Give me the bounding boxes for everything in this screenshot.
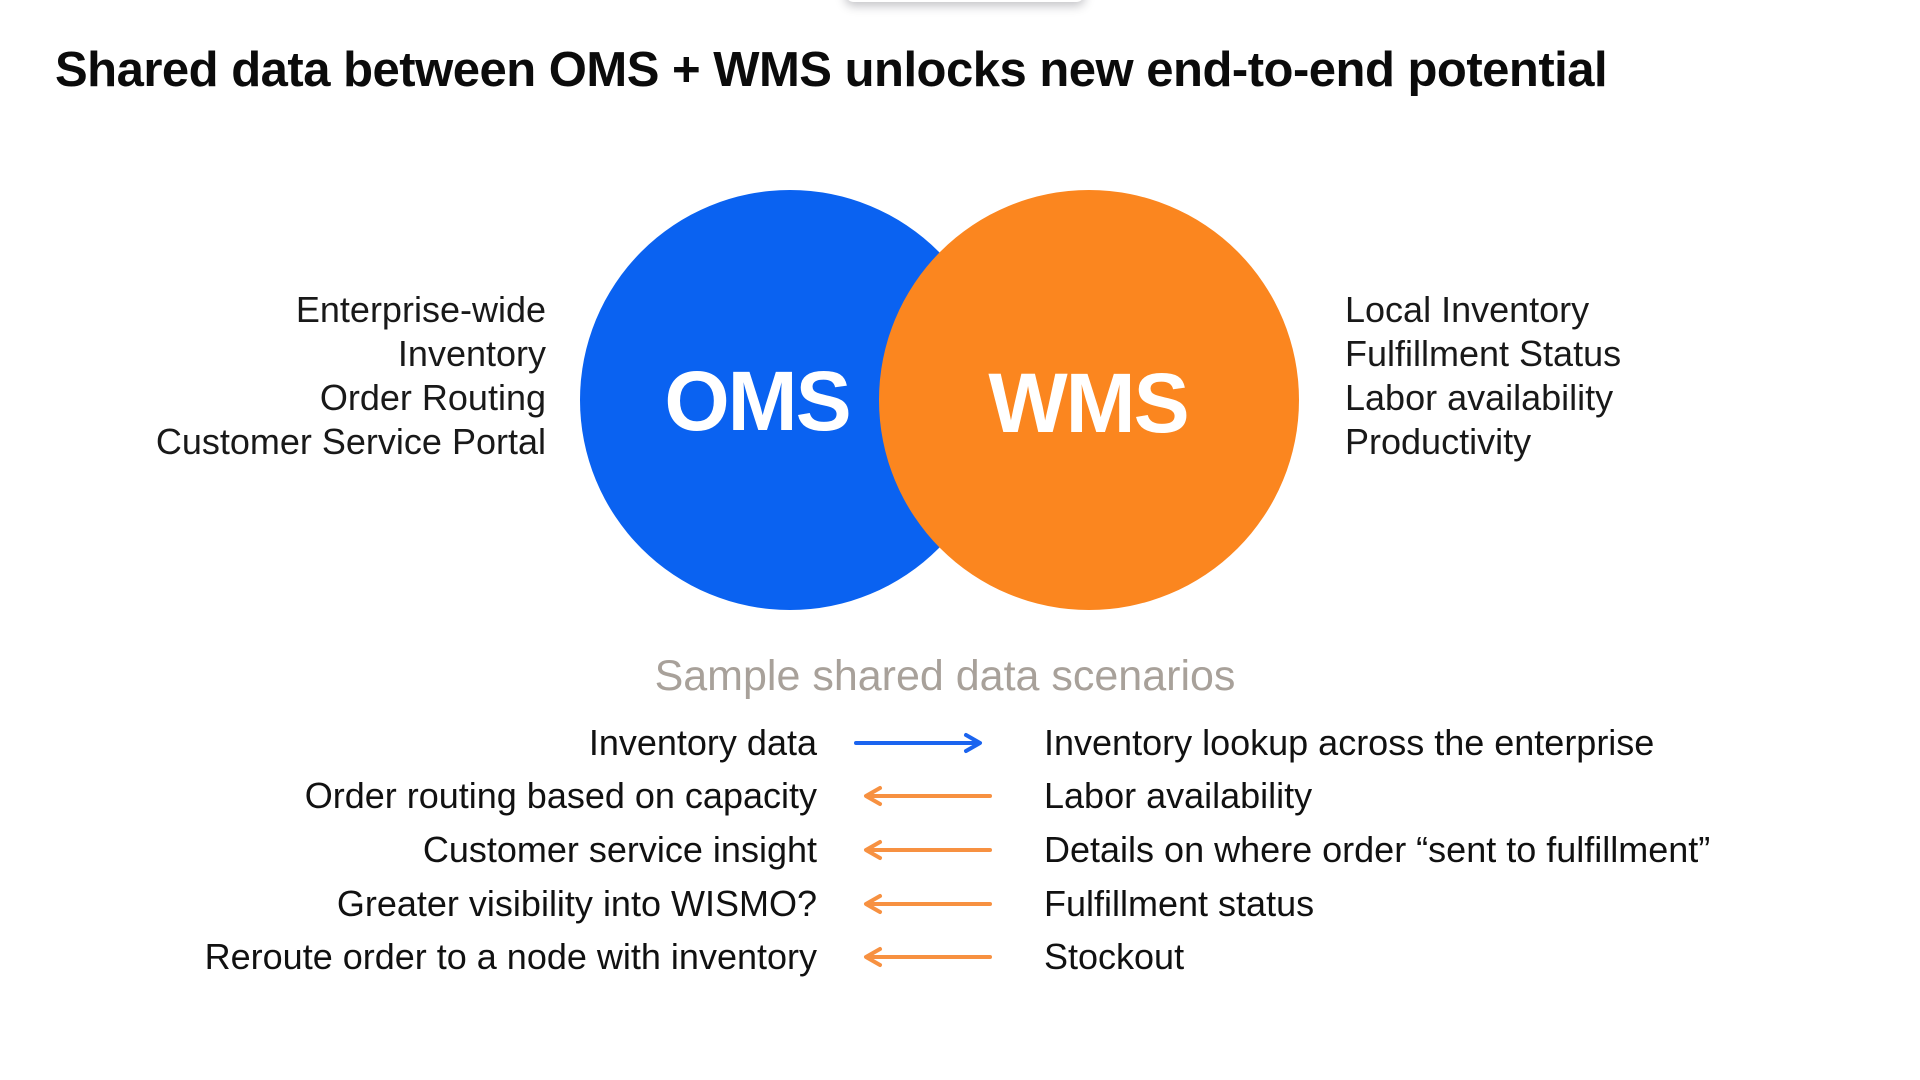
scenario-oms-label: Customer service insight <box>422 829 817 870</box>
scenarios-heading: Sample shared data scenarios <box>654 652 1236 700</box>
scenario-wms-label: Labor availability <box>1044 775 1313 816</box>
arrow-left-icon <box>852 838 994 862</box>
wms-capability-item: Fulfillment Status <box>1345 333 1622 374</box>
oms-capability-item: Customer Service Portal <box>155 421 546 462</box>
wms-capability-list: Local Inventory Fulfillment Status Labor… <box>1345 288 1905 464</box>
wms-capability-item: Productivity <box>1345 421 1532 462</box>
scenario-oms-label: Inventory data <box>588 722 817 763</box>
wms-capability-item: Labor availability <box>1345 377 1614 418</box>
scenario-row: Greater visibility into WISMO? Fulfillme… <box>0 882 1920 926</box>
scenario-row: Order routing based on capacity Labor av… <box>0 774 1920 818</box>
wms-capability-item: Local Inventory <box>1345 289 1590 330</box>
arrow-left-icon <box>852 945 994 969</box>
oms-capability-item: Enterprise-wide <box>295 289 546 330</box>
page-title: Shared data between OMS + WMS unlocks ne… <box>55 43 1608 97</box>
arrow-left-icon <box>852 892 994 916</box>
wms-label: WMS <box>988 356 1189 450</box>
oms-capability-item: Inventory <box>397 333 546 374</box>
scenario-row: Customer service insight Details on wher… <box>0 828 1920 872</box>
scenario-oms-label: Reroute order to a node with inventory <box>204 936 817 977</box>
arrow-left-icon <box>852 784 994 808</box>
scenario-oms-label: Order routing based on capacity <box>304 775 817 816</box>
scenario-wms-label: Fulfillment status <box>1044 883 1315 924</box>
wms-circle <box>879 190 1299 610</box>
oms-capability-item: Order Routing <box>319 377 546 418</box>
oms-capability-list: Enterprise-wide Inventory Order Routing … <box>0 288 546 464</box>
arrow-right-icon <box>852 731 994 755</box>
scenario-row: Inventory data Inventory lookup across t… <box>0 721 1920 765</box>
scenario-wms-label: Inventory lookup across the enterprise <box>1044 722 1655 763</box>
oms-label: OMS <box>664 354 851 448</box>
floating-toolbar-shadow <box>845 0 1085 2</box>
scenario-wms-label: Details on where order “sent to fulfillm… <box>1044 829 1711 870</box>
scenario-row: Reroute order to a node with inventory S… <box>0 935 1920 979</box>
scenario-wms-label: Stockout <box>1044 936 1185 977</box>
scenario-oms-label: Greater visibility into WISMO? <box>336 883 817 924</box>
